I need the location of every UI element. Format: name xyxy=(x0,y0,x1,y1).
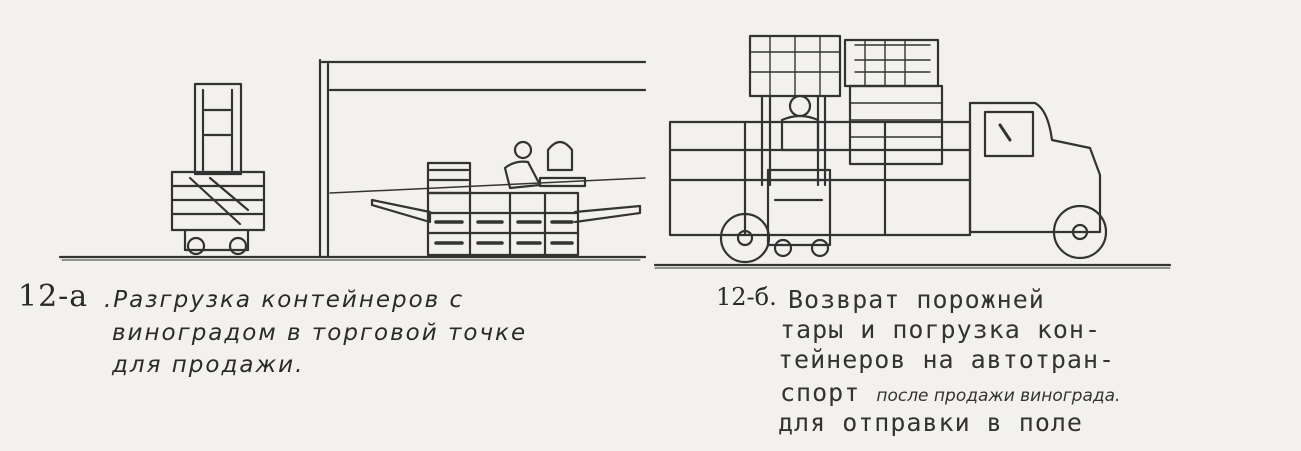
figure-12b-caption-line-4-small: после продажи винограда. xyxy=(876,386,1121,406)
figure-12b-caption-line-4: спорт после продажи винограда. xyxy=(780,378,1120,407)
figure-12a-drawing xyxy=(58,58,647,261)
shop-canopy xyxy=(318,58,647,259)
figure-12a-caption-line-3: для продажи. xyxy=(112,352,305,378)
figure-12b-number: 12-б. xyxy=(716,283,777,311)
figure-12b-caption-line-3: тейнеров на автотран- xyxy=(778,345,1116,374)
figure-12a-number: 12-а xyxy=(18,279,89,314)
figure-12a-caption-line-1: .Разгрузка контейнеров с xyxy=(104,287,465,313)
truck-icon xyxy=(668,101,1108,264)
forklift-icon xyxy=(170,82,266,256)
container-stack xyxy=(748,34,944,166)
figure-12b-caption-line-4-main: спорт xyxy=(780,378,861,407)
figure-12a-caption-line-2: виноградом в торговой точке xyxy=(112,320,528,346)
figure-12b: 12-б. Возврат порожней тары и погрузка к… xyxy=(650,0,1301,451)
figure-12b-caption-line-1: Возврат порожней xyxy=(788,285,1045,314)
figure-12b-drawing xyxy=(653,34,1172,269)
forklift-icon-b xyxy=(760,94,832,258)
figure-12a: 12-а .Разгрузка контейнеров с виноградом… xyxy=(0,0,650,451)
figure-12b-caption-line-2: тары и погрузка кон- xyxy=(780,315,1102,344)
figure-12b-caption-line-5: для отправки в поле xyxy=(778,408,1083,437)
sales-stand xyxy=(370,140,642,257)
